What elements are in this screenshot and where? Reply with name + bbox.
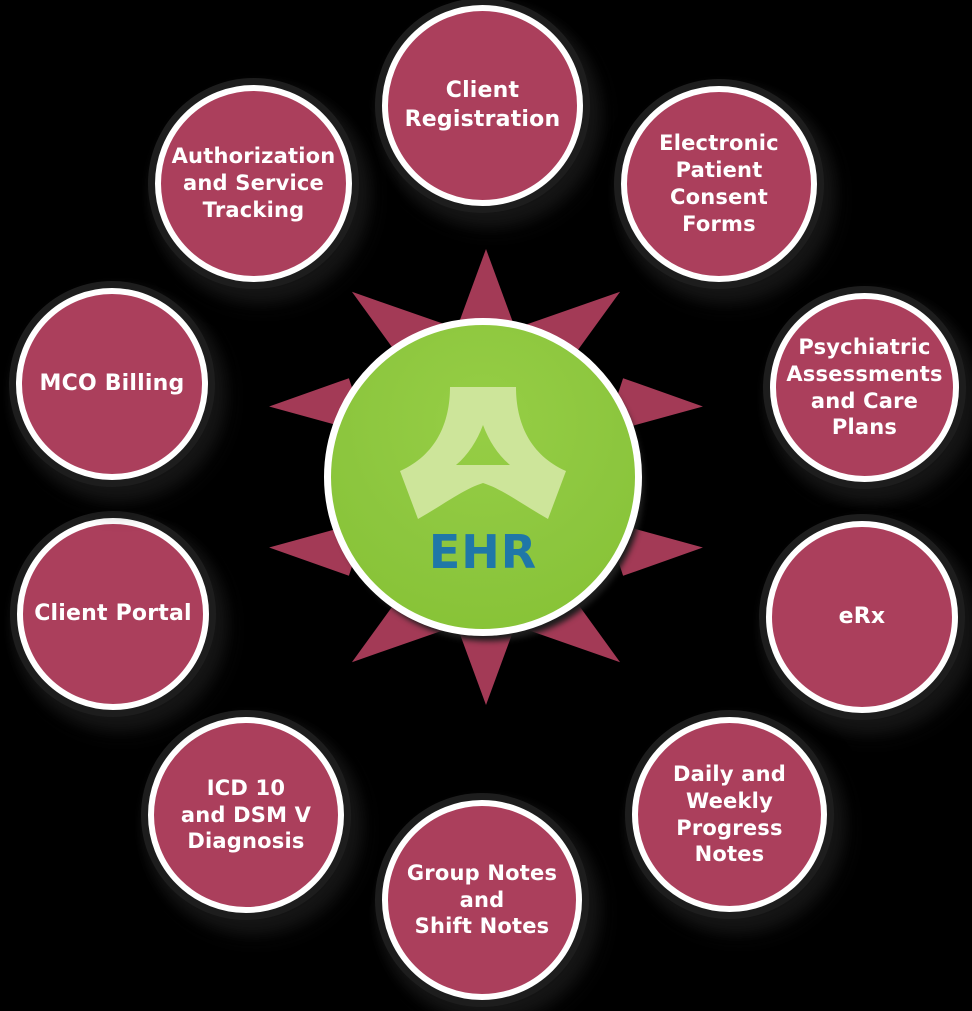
node-label: Electronic Patient Consent Forms: [659, 131, 779, 236]
node-label: Daily and Weekly Progress Notes: [673, 761, 786, 867]
node-label: eRx: [838, 603, 886, 629]
hub-circle[interactable]: EHR: [324, 318, 642, 636]
node-label: Authorization and Service Tracking: [171, 144, 336, 222]
node-authorization-and-service-tracking[interactable]: Authorization and Service Tracking: [155, 85, 352, 282]
node-label: Client Portal: [34, 600, 192, 626]
node-label: Group Notes and Shift Notes: [406, 860, 558, 939]
node-label: Client Registration: [404, 78, 561, 132]
node-label: ICD 10 and DSM V Diagnosis: [180, 775, 312, 854]
triquetra-logo-icon: [400, 387, 566, 519]
node-erx[interactable]: eRx: [766, 521, 958, 713]
node-icd-10-and-dsm-v-diagnosis[interactable]: ICD 10 and DSM V Diagnosis: [148, 717, 344, 913]
node-group-notes-and-shift-notes[interactable]: Group Notes and Shift Notes: [382, 800, 582, 1000]
node-label: MCO Billing: [39, 370, 185, 396]
hub-label: EHR: [428, 525, 538, 579]
node-mco-billing[interactable]: MCO Billing: [16, 288, 208, 480]
node-label: Psychiatric Assessments and Care Plans: [786, 334, 943, 440]
node-electronic-patient-consent-forms[interactable]: Electronic Patient Consent Forms: [621, 86, 817, 282]
hub-group: EHR: [256, 247, 716, 707]
node-client-registration[interactable]: Client Registration: [382, 5, 583, 206]
node-psychiatric-assessments-and-care-plans[interactable]: Psychiatric Assessments and Care Plans: [770, 293, 959, 482]
node-client-portal[interactable]: Client Portal: [17, 518, 209, 710]
node-daily-and-weekly-progress-notes[interactable]: Daily and Weekly Progress Notes: [632, 717, 827, 912]
